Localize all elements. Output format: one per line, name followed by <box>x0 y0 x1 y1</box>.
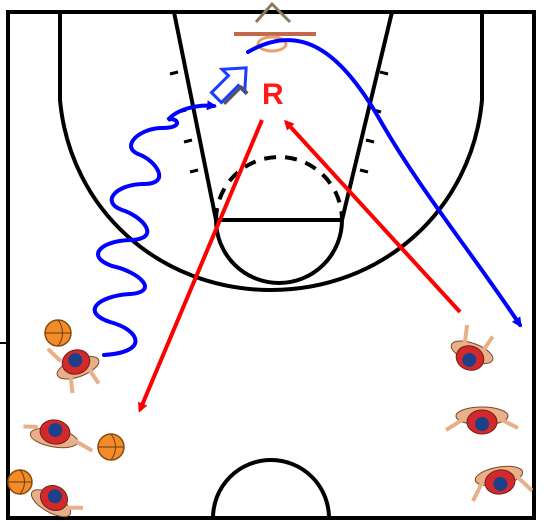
player-icon <box>30 484 83 518</box>
player-icon <box>46 347 101 394</box>
basketball-icon <box>7 469 33 495</box>
three-point-line <box>58 12 484 293</box>
lane-left-line <box>172 11 218 221</box>
court-lines <box>6 10 536 520</box>
pass-arrow-to-rim <box>283 119 462 314</box>
dribble-paths <box>92 38 522 357</box>
free-throw-circle-bottom <box>214 219 344 285</box>
pass-arrow-to-left-corner <box>138 119 264 413</box>
dribble-path-left <box>92 100 217 357</box>
basketball-icon <box>97 433 125 461</box>
shot-arrow-icon <box>209 66 249 105</box>
rebound-marker: R <box>262 78 284 111</box>
player-icon <box>444 406 519 435</box>
pass-arrows <box>138 119 462 413</box>
player-icon <box>450 324 495 371</box>
player-icon <box>23 419 94 453</box>
basketball-icon <box>44 319 72 347</box>
court-boundary <box>6 10 536 520</box>
cut-path-right <box>246 38 522 328</box>
center-circle <box>211 458 331 519</box>
lane-right-line <box>340 11 394 221</box>
player-icon <box>471 465 534 502</box>
free-throw-circle-top <box>214 155 344 221</box>
basketball-hoop-icon <box>234 1 316 53</box>
